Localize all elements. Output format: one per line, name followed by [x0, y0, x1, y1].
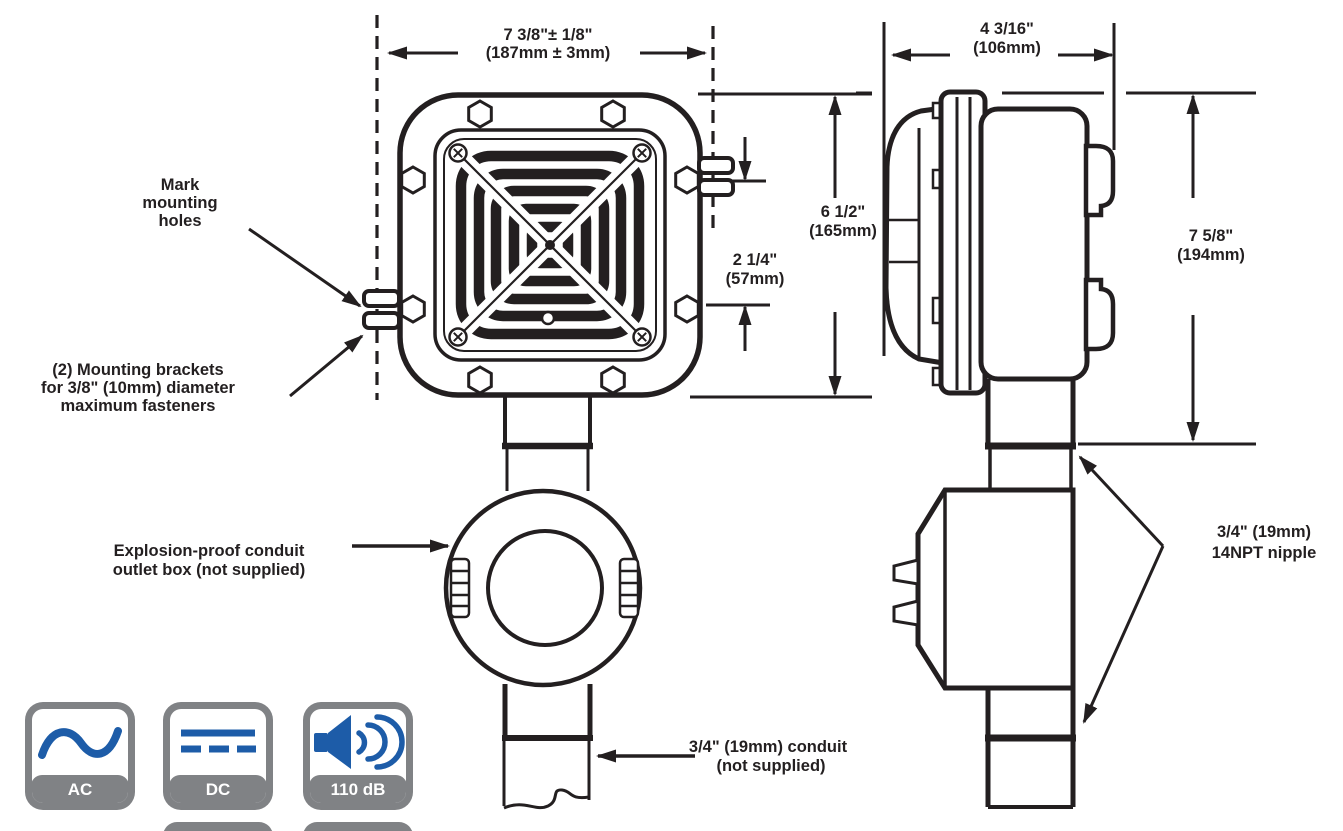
badge-ac-label: AC	[32, 775, 128, 803]
outlet-box-label-2: outlet box (not supplied)	[113, 561, 305, 579]
brackets-label-1: (2) Mounting brackets	[52, 361, 223, 379]
conduit-break-line	[503, 788, 590, 810]
nipple-label-1: 3/4" (19mm)	[1217, 523, 1311, 541]
front-width-dim: 7 3/8"± 1/8"	[504, 26, 593, 44]
nipple-label-2: 14NPT nipple	[1212, 544, 1317, 562]
side-width-dim: 4 3/16"	[980, 20, 1034, 38]
dim-bracket-offset	[700, 137, 770, 351]
speaker-icon	[310, 709, 406, 775]
badge-ac: AC	[25, 702, 135, 810]
outlet-box-side	[915, 487, 1076, 691]
bracket-top	[1083, 143, 1116, 218]
badge-110db-label: 110 dB	[310, 775, 406, 803]
bracket-bottom	[1083, 277, 1116, 352]
side-height-mm: (194mm)	[1177, 246, 1245, 264]
mounting-bracket-left	[362, 289, 401, 330]
front-view-housing	[362, 92, 735, 398]
badge-partial-left	[163, 822, 273, 831]
bracket-offset-mm: (57mm)	[726, 270, 785, 288]
conduit-outlet-box-front	[443, 393, 643, 810]
dim-side-width	[882, 22, 1116, 356]
conduit-label-1: 3/4" (19mm) conduit	[689, 738, 848, 756]
drain-hole	[540, 310, 556, 326]
badge-110db: 110 dB	[303, 702, 413, 810]
mounting-bracket-right	[697, 156, 735, 197]
badge-dc-label: DC	[170, 775, 266, 803]
body	[978, 106, 1090, 382]
side-view	[883, 89, 1116, 809]
horn-dome	[883, 105, 946, 366]
front-height-dim: 6 1/2"	[821, 203, 866, 221]
dim-side-height	[856, 91, 1256, 446]
badge-dc: DC	[163, 702, 273, 810]
mark-holes-arrow	[248, 227, 362, 308]
front-height-mm: (165mm)	[809, 222, 877, 240]
conduit-label-2: (not supplied)	[716, 757, 825, 775]
side-width-mm: (106mm)	[973, 39, 1041, 57]
mark-holes-label-2: mounting	[142, 194, 217, 212]
ac-sine-icon	[32, 709, 128, 775]
front-width-mm: (187mm ± 3mm)	[486, 44, 611, 62]
side-height-dim: 7 5/8"	[1189, 227, 1234, 245]
mark-holes-label-1: Mark	[161, 176, 200, 194]
brackets-label-2: for 3/8" (10mm) diameter	[41, 379, 236, 397]
dim-front-height	[690, 92, 872, 399]
dimension-texts: 7 3/8"± 1/8" (187mm ± 3mm) 4 3/16" (106m…	[486, 20, 1245, 288]
dim-front-width	[375, 15, 715, 400]
nipple-arrow-upper	[1078, 455, 1165, 548]
brackets-label-3: maximum fasteners	[61, 397, 216, 415]
box-grip-tabs	[449, 557, 640, 619]
brackets-arrow	[289, 334, 364, 398]
badge-partial-right	[303, 822, 413, 831]
dc-lines-icon	[170, 709, 266, 775]
bracket-offset-dim: 2 1/4"	[733, 251, 778, 269]
mark-holes-label-3: holes	[158, 212, 201, 230]
flange	[938, 89, 988, 396]
outlet-box-label-1: Explosion-proof conduit	[114, 542, 305, 560]
callout-texts: Mark mounting holes (2) Mounting bracket…	[41, 176, 1316, 775]
nipple-arrow-lower	[1082, 545, 1165, 724]
